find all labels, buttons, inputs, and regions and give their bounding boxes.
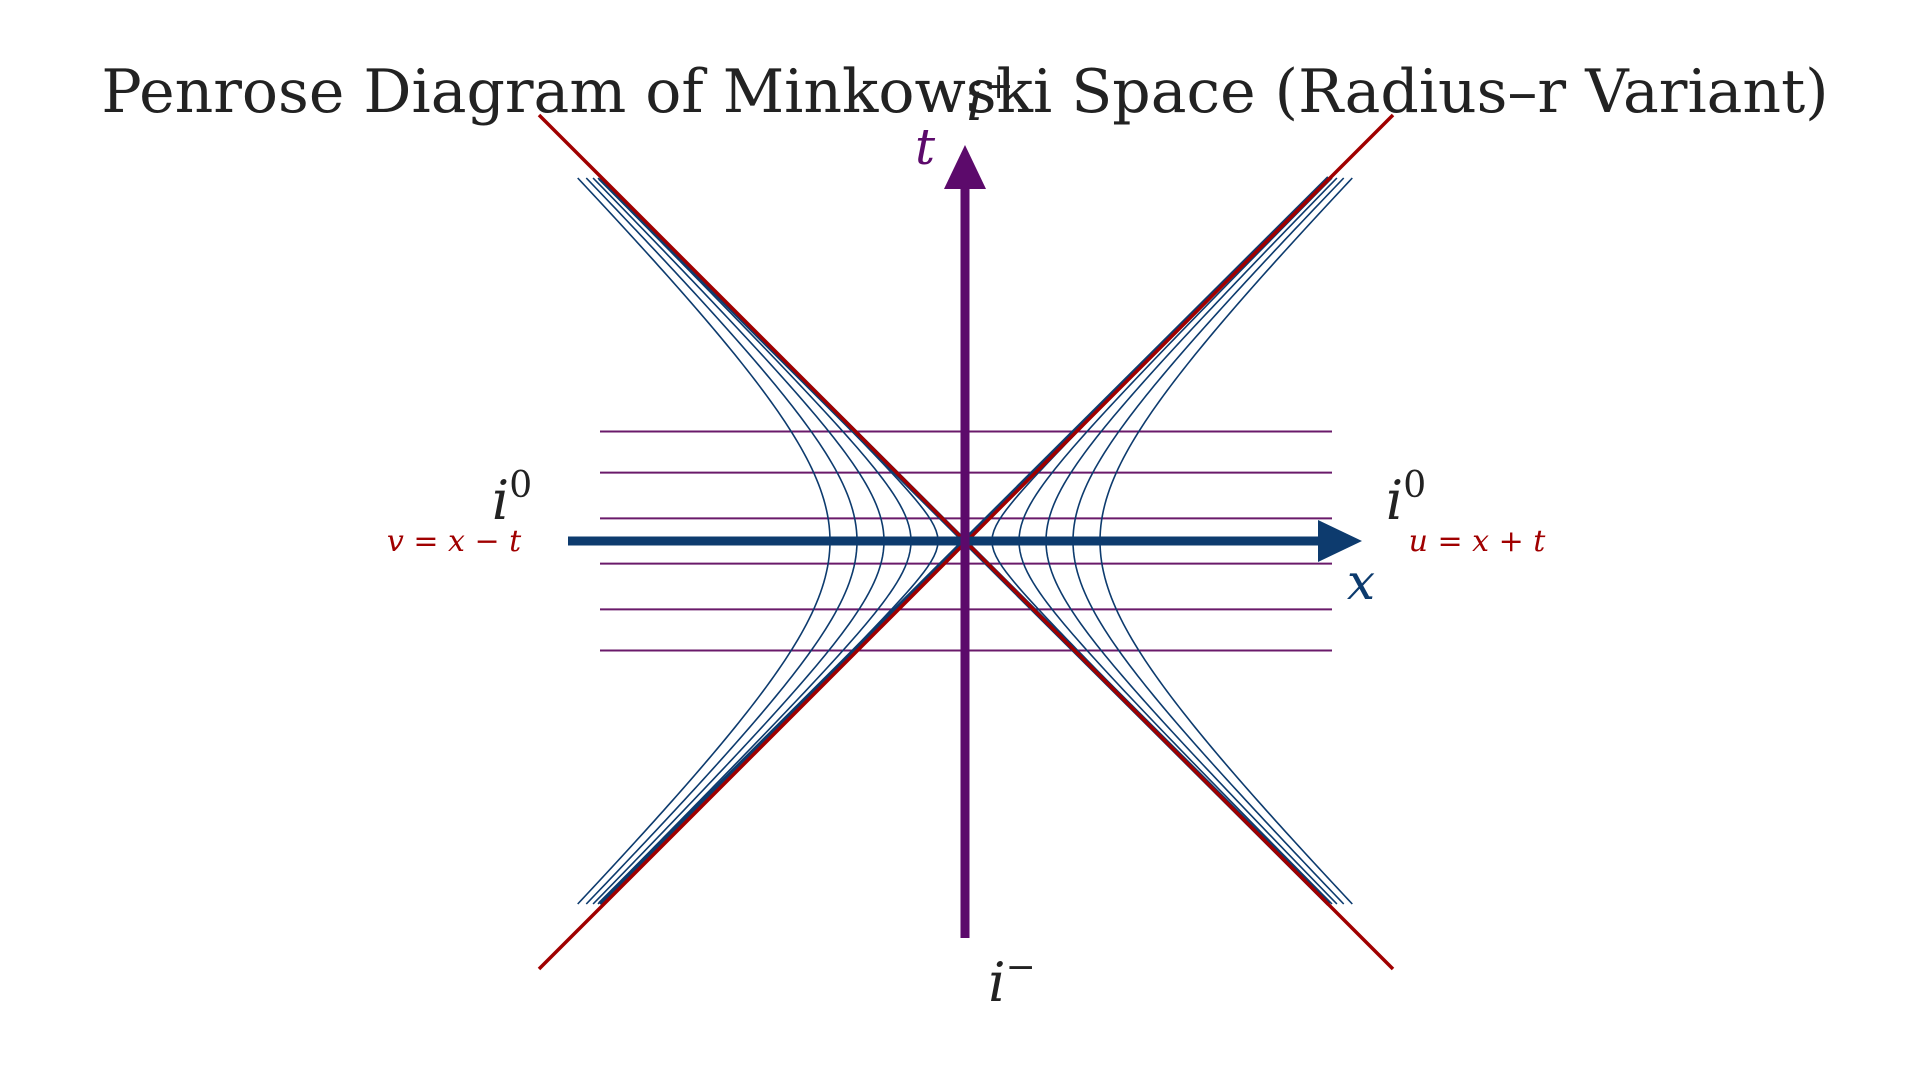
label-i-minus: i− (988, 947, 1035, 1014)
t-axis (944, 145, 986, 938)
diagram-title: Penrose Diagram of Minkowski Space (Radi… (101, 57, 1828, 127)
label-t-axis: t (915, 118, 936, 176)
label-u-coordinate: u = x + t (1409, 524, 1547, 559)
x-axis-arrowhead (1318, 520, 1362, 562)
label-i-plus: i+ (966, 66, 1013, 133)
t-axis-arrowhead (944, 145, 986, 189)
label-i0-left: i0 (492, 465, 532, 532)
x-axis (568, 520, 1362, 562)
label-v-coordinate: v = x − t (387, 524, 522, 559)
label-x-axis: x (1347, 553, 1375, 611)
label-i0-right: i0 (1386, 465, 1426, 532)
